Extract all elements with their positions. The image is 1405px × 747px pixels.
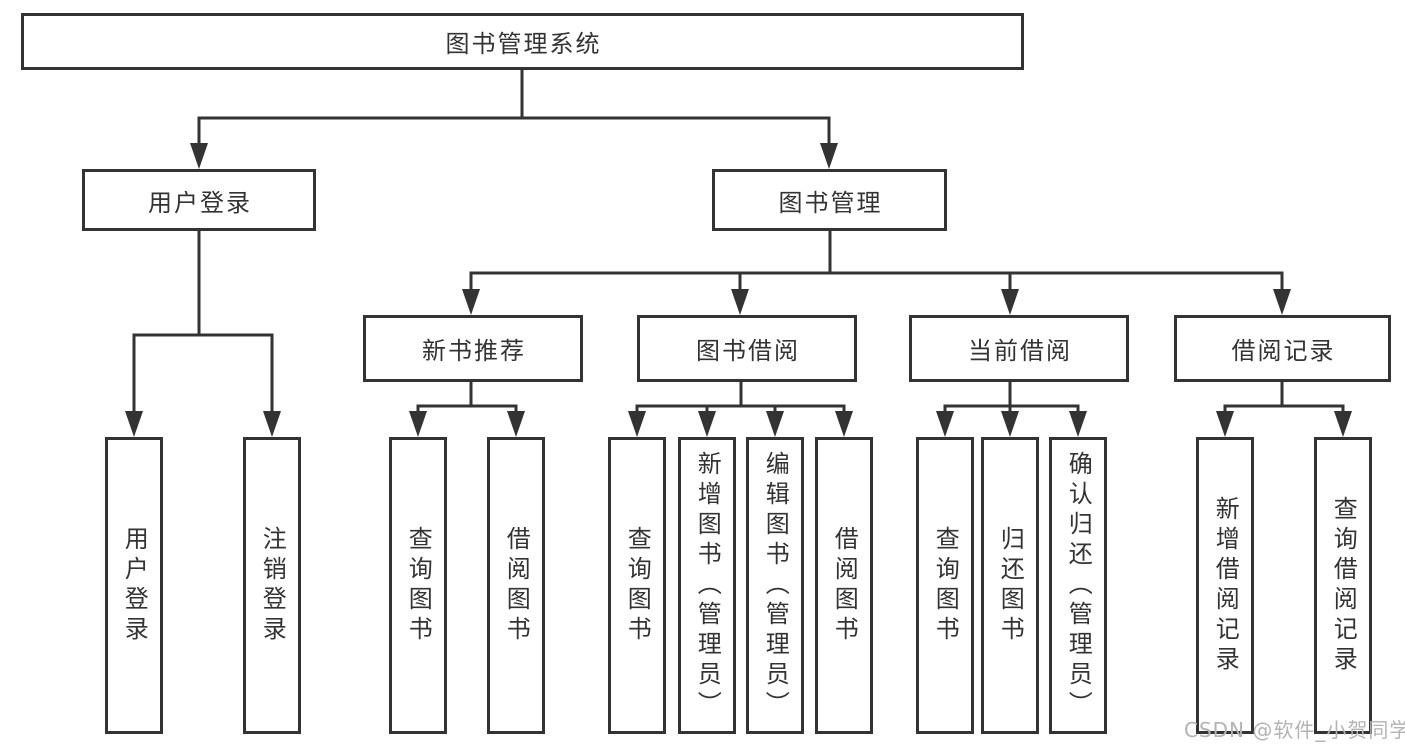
node-leaf-logout: 注销登录 xyxy=(243,437,301,734)
node-label-leaf-query-book-2: 查询图书 xyxy=(623,525,652,646)
node-leaf-edit-book: 编辑图书（管理员） xyxy=(746,437,804,734)
arrowhead-icon xyxy=(1334,411,1352,437)
node-label-book-mgmt: 图书管理 xyxy=(778,188,883,217)
arrowhead-icon xyxy=(766,411,784,437)
node-label-book-borrow: 图书借阅 xyxy=(696,337,800,365)
arrowhead-icon xyxy=(835,411,853,437)
arrowhead-icon xyxy=(1001,289,1019,315)
arrowhead-icon xyxy=(507,411,525,437)
node-leaf-confirm-return: 确认归还（管理员） xyxy=(1049,437,1107,734)
node-borrow-records: 借阅记录 xyxy=(1174,315,1391,382)
arrowhead-icon xyxy=(698,411,716,437)
node-current-borrow: 当前借阅 xyxy=(909,315,1129,382)
arrowhead-icon xyxy=(628,411,646,437)
node-label-leaf-edit-book: 编辑图书（管理员） xyxy=(761,450,790,721)
node-label-user-login: 用户登录 xyxy=(148,188,252,217)
node-label-new-book-rec: 新书推荐 xyxy=(422,337,526,365)
arrowhead-icon xyxy=(731,289,749,315)
node-book-borrow: 图书借阅 xyxy=(637,315,857,382)
node-label-borrow-records: 借阅记录 xyxy=(1231,337,1336,365)
node-label-current-borrow: 当前借阅 xyxy=(968,337,1072,365)
node-label-leaf-add-book: 新增图书（管理员） xyxy=(693,450,722,721)
node-leaf-query-book-1: 查询图书 xyxy=(389,437,447,734)
arrowhead-icon xyxy=(1001,411,1019,437)
node-label-leaf-borrow-book-2: 借阅图书 xyxy=(830,525,859,646)
node-label-leaf-borrow-book-1: 借阅图书 xyxy=(502,525,531,646)
node-label-leaf-user-login: 用户登录 xyxy=(120,525,149,646)
arrowhead-icon xyxy=(125,411,143,437)
node-new-book-rec: 新书推荐 xyxy=(363,315,583,382)
arrowhead-icon xyxy=(820,143,838,169)
watermark: CSDN @软件_小贺同学 xyxy=(1184,718,1405,742)
node-label-leaf-confirm-return: 确认归还（管理员） xyxy=(1064,450,1093,721)
node-user-login: 用户登录 xyxy=(82,169,316,231)
arrowhead-icon xyxy=(1273,289,1291,315)
node-root: 图书管理系统 xyxy=(21,13,1024,70)
node-label-leaf-query-book-3: 查询图书 xyxy=(931,525,960,646)
node-leaf-add-book: 新增图书（管理员） xyxy=(678,437,736,734)
node-leaf-borrow-book-2: 借阅图书 xyxy=(815,437,873,734)
node-label-leaf-return-book: 归还图书 xyxy=(996,525,1025,646)
node-label-leaf-logout: 注销登录 xyxy=(258,525,287,646)
node-leaf-query-book-2: 查询图书 xyxy=(608,437,666,734)
arrowhead-icon xyxy=(190,143,208,169)
arrowhead-icon xyxy=(1069,411,1087,437)
node-leaf-user-login: 用户登录 xyxy=(105,437,163,734)
node-label-leaf-query-record: 查询借阅记录 xyxy=(1329,495,1358,676)
arrowhead-icon xyxy=(1216,411,1234,437)
node-label-leaf-query-book-1: 查询图书 xyxy=(404,525,433,646)
node-leaf-query-book-3: 查询图书 xyxy=(916,437,974,734)
node-leaf-add-record: 新增借阅记录 xyxy=(1196,437,1254,734)
node-book-mgmt: 图书管理 xyxy=(712,169,947,231)
arrowhead-icon xyxy=(462,289,480,315)
node-label-leaf-add-record: 新增借阅记录 xyxy=(1211,495,1240,676)
node-leaf-return-book: 归还图书 xyxy=(981,437,1039,734)
node-leaf-borrow-book-1: 借阅图书 xyxy=(487,437,545,734)
node-leaf-query-record: 查询借阅记录 xyxy=(1314,437,1372,734)
arrowhead-icon xyxy=(263,411,281,437)
arrowhead-icon xyxy=(409,411,427,437)
arrowhead-icon xyxy=(936,411,954,437)
node-label-root: 图书管理系统 xyxy=(445,30,602,58)
